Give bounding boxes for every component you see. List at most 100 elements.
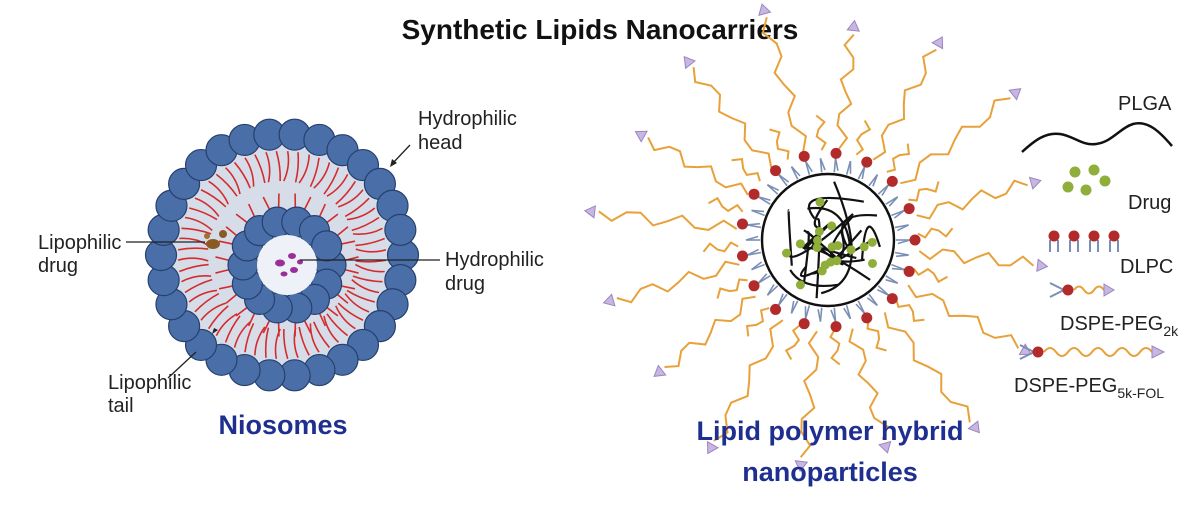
lipid-tail xyxy=(244,157,255,187)
peg-stub xyxy=(912,267,948,284)
lipid-tail xyxy=(885,279,898,284)
label-lipophilic-drug-line2: drug xyxy=(38,255,78,277)
lipid-tail xyxy=(179,263,209,273)
drug-legend-icon xyxy=(1062,164,1111,196)
lipid-tail xyxy=(218,240,234,245)
lipid-tail xyxy=(344,197,370,218)
lipid-tail xyxy=(323,315,339,343)
lipid-tail xyxy=(215,313,238,337)
drug-particle xyxy=(795,280,805,290)
lipid-tail xyxy=(282,328,289,360)
folate-tip xyxy=(1036,258,1049,273)
lipid-head xyxy=(736,218,748,230)
dlpc-tail xyxy=(1069,240,1079,252)
label-hydrophilic-head-line2: head xyxy=(418,132,463,154)
lipid-tail xyxy=(817,309,822,322)
lipid-tail xyxy=(233,161,251,189)
lipid-tail xyxy=(194,292,220,313)
lipid-head xyxy=(903,203,915,215)
lipid-tail xyxy=(309,323,320,353)
lipid-tail xyxy=(804,160,813,173)
label-hydrophilic-head-line1: Hydrophilic xyxy=(418,108,517,130)
lipid-tail xyxy=(207,305,229,330)
lipid-tail xyxy=(830,309,837,322)
lipid-tail xyxy=(354,263,385,273)
dlpc-tail xyxy=(1109,240,1119,252)
lipid-head xyxy=(861,312,873,324)
lipid-shell xyxy=(736,147,921,333)
lipid-tail xyxy=(758,196,771,201)
plga-strand xyxy=(808,196,864,220)
lipid-tail xyxy=(177,247,209,251)
lipid-head xyxy=(861,156,873,168)
lipid-tail xyxy=(298,326,310,356)
dspe-peg2k-legend-icon xyxy=(1049,282,1115,298)
folate-tip xyxy=(931,36,944,50)
lipid-tail xyxy=(225,167,241,195)
niosome-inner-heads xyxy=(227,206,347,324)
lipid-tail xyxy=(340,240,356,245)
peg-chain xyxy=(664,295,756,368)
folate-tip xyxy=(758,3,772,17)
lipid-tail xyxy=(184,216,213,231)
lipid-tail xyxy=(188,289,218,303)
lipid-tail xyxy=(247,312,256,327)
lipid-tail xyxy=(262,319,271,334)
peg-chain xyxy=(883,312,971,423)
peg-chain xyxy=(836,33,855,150)
lipid-tail xyxy=(876,288,889,296)
lipid-tail xyxy=(351,279,380,294)
dlpc-head xyxy=(1048,230,1060,242)
peg-stub xyxy=(769,128,790,160)
dlpc-tail xyxy=(1089,240,1099,252)
peg-stub xyxy=(745,307,770,337)
peg-stub xyxy=(895,298,925,323)
folate-tip xyxy=(1008,88,1022,101)
peg-chain xyxy=(647,137,749,196)
lipid-tail xyxy=(218,285,234,290)
lipid-tail xyxy=(751,209,765,213)
lipid-head xyxy=(903,265,915,277)
dlpc-head xyxy=(1088,230,1100,242)
drug-particle xyxy=(859,242,869,252)
lipid-tail xyxy=(303,319,312,334)
peg-chain xyxy=(918,248,1035,267)
drug-particle xyxy=(782,248,792,258)
peg-chain xyxy=(907,284,1020,349)
folate-tip xyxy=(634,130,648,143)
lipid-head xyxy=(384,213,417,246)
peg-chains xyxy=(583,3,1049,473)
niosome-outer-heads xyxy=(144,118,420,392)
peg-stub xyxy=(908,181,940,202)
lipid-tail xyxy=(897,239,911,245)
legend-plga: PLGA xyxy=(1118,93,1172,115)
drug-particle xyxy=(827,221,837,231)
niosome-outer-tails xyxy=(177,150,387,360)
lipid-tail xyxy=(344,268,359,274)
lipid-tail xyxy=(235,306,248,317)
lipid-tail xyxy=(888,196,899,207)
lipid-tail xyxy=(318,203,327,218)
peg-stub xyxy=(886,143,911,173)
legend-dspe-peg2k-subscript: 2k xyxy=(1163,323,1179,339)
peg-stub xyxy=(784,324,801,360)
lipid-tail xyxy=(184,278,213,294)
lipophilic-drug-particles xyxy=(204,230,227,249)
lipid-tail xyxy=(843,307,852,320)
drug-particle xyxy=(813,235,823,245)
lipid-tail xyxy=(247,203,256,218)
lipid-tail xyxy=(337,302,364,321)
lipid-tail xyxy=(767,184,780,192)
lipid-tail xyxy=(897,224,909,232)
dlpc-legend-icon xyxy=(1048,230,1120,252)
drug-particle xyxy=(795,239,805,249)
page-title: Synthetic Lipids Nanocarriers xyxy=(401,14,799,45)
lipid-head xyxy=(748,280,760,292)
niosome-aqueous-core xyxy=(257,235,317,295)
lipid-tail xyxy=(336,226,349,237)
lipid-tail xyxy=(313,321,331,349)
dlpc-head xyxy=(1068,230,1080,242)
lipid-tail xyxy=(294,152,300,183)
label-lipophilic-tail-line1: Lipophilic xyxy=(108,372,191,394)
lipid-head xyxy=(909,234,921,246)
